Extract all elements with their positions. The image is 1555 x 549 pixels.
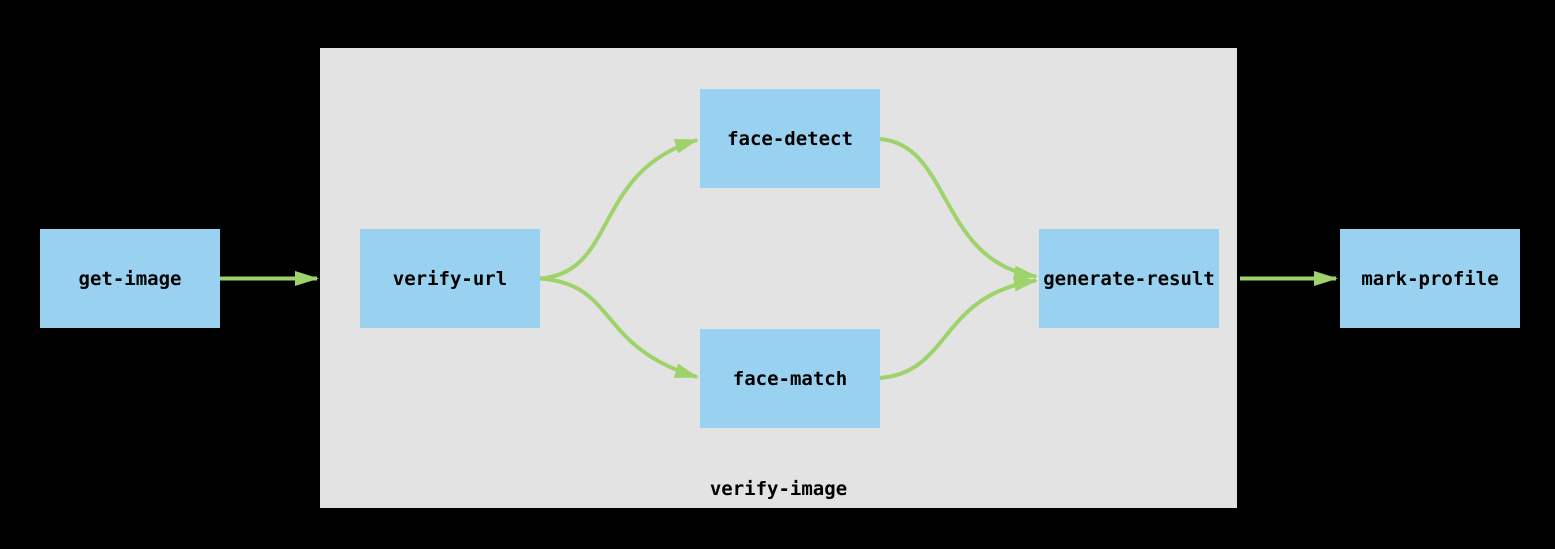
subgraph-label: verify-image xyxy=(709,478,848,500)
node-generate-result: generate-result xyxy=(1039,229,1219,328)
node-face-detect: face-detect xyxy=(700,89,880,188)
node-verify-url: verify-url xyxy=(360,229,540,328)
node-label: mark-profile xyxy=(1361,267,1499,290)
node-get-image: get-image xyxy=(40,229,220,328)
node-label: get-image xyxy=(78,267,182,290)
node-label: generate-result xyxy=(1043,267,1215,290)
node-face-match: face-match xyxy=(700,329,880,428)
node-label: face-match xyxy=(732,367,848,390)
node-label: face-detect xyxy=(727,127,853,150)
node-mark-profile: mark-profile xyxy=(1340,229,1520,328)
node-label: verify-url xyxy=(392,267,508,290)
